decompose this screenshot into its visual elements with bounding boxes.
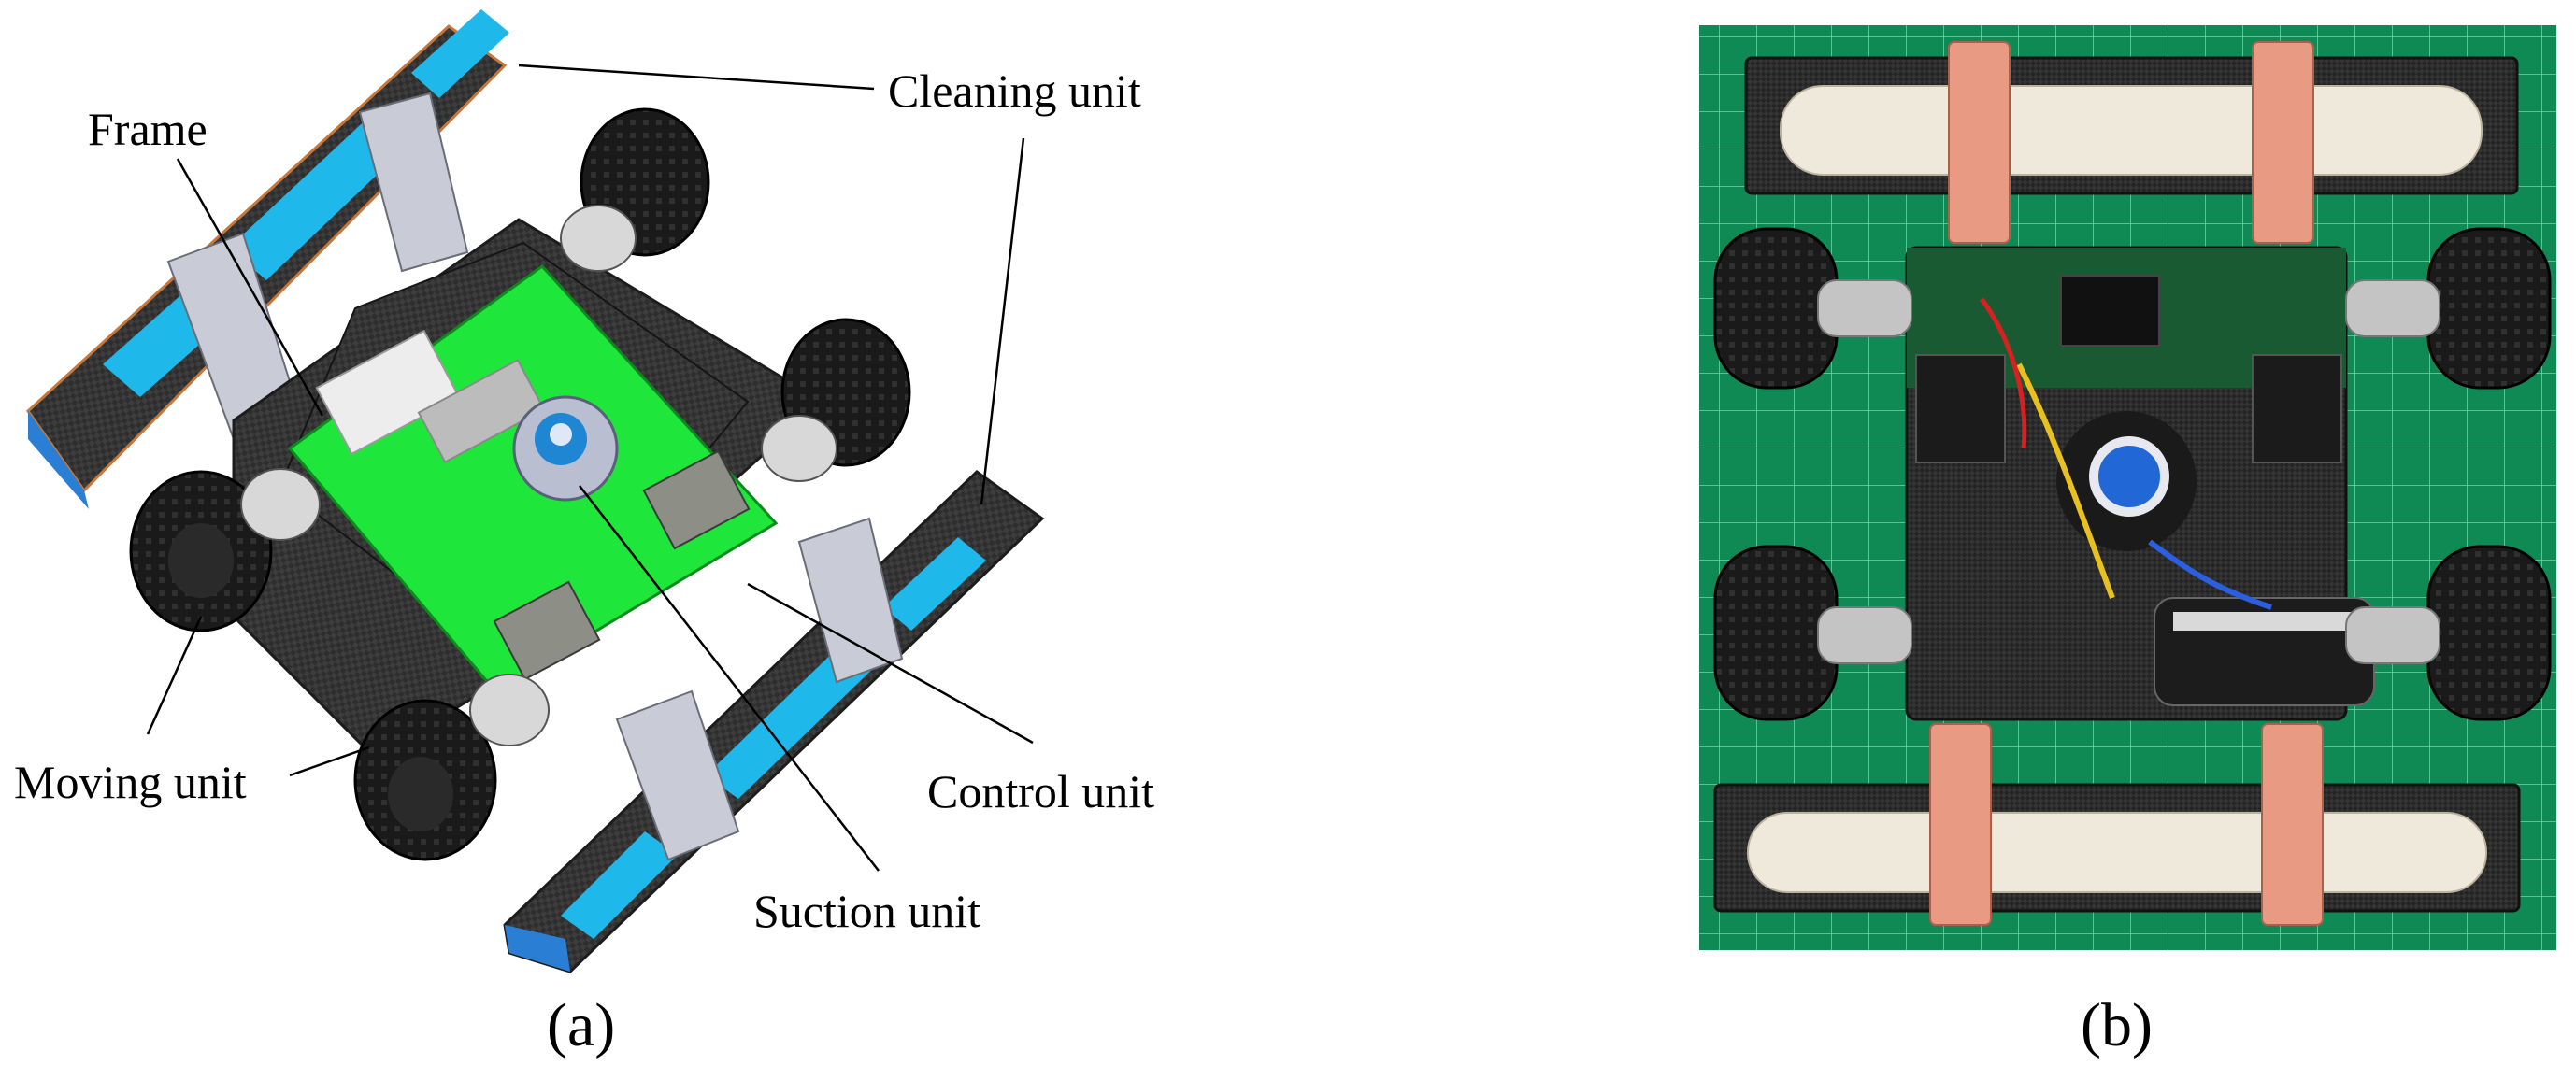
photo-cleaning-unit-bottom [1713,723,2521,926]
caption-a: (a) [547,991,616,1059]
moving-unit-wheels [129,107,911,861]
photo-cleaning-unit-top [1744,41,2519,244]
label-moving-unit: Moving unit [14,756,247,808]
label-frame: Frame [88,103,208,155]
label-control-unit: Control unit [927,765,1155,817]
photo-moving-unit [1713,227,2552,721]
cleaning-unit-lower [503,470,1045,973]
suction-unit [512,395,619,502]
bracket-upper [166,92,469,441]
caption-b: (b) [2081,991,2153,1059]
label-suction-unit: Suction unit [753,885,981,937]
leader-lines [146,64,1034,872]
photo-chassis [1905,246,2375,721]
label-cleaning-unit: Cleaning unit [888,64,1141,117]
